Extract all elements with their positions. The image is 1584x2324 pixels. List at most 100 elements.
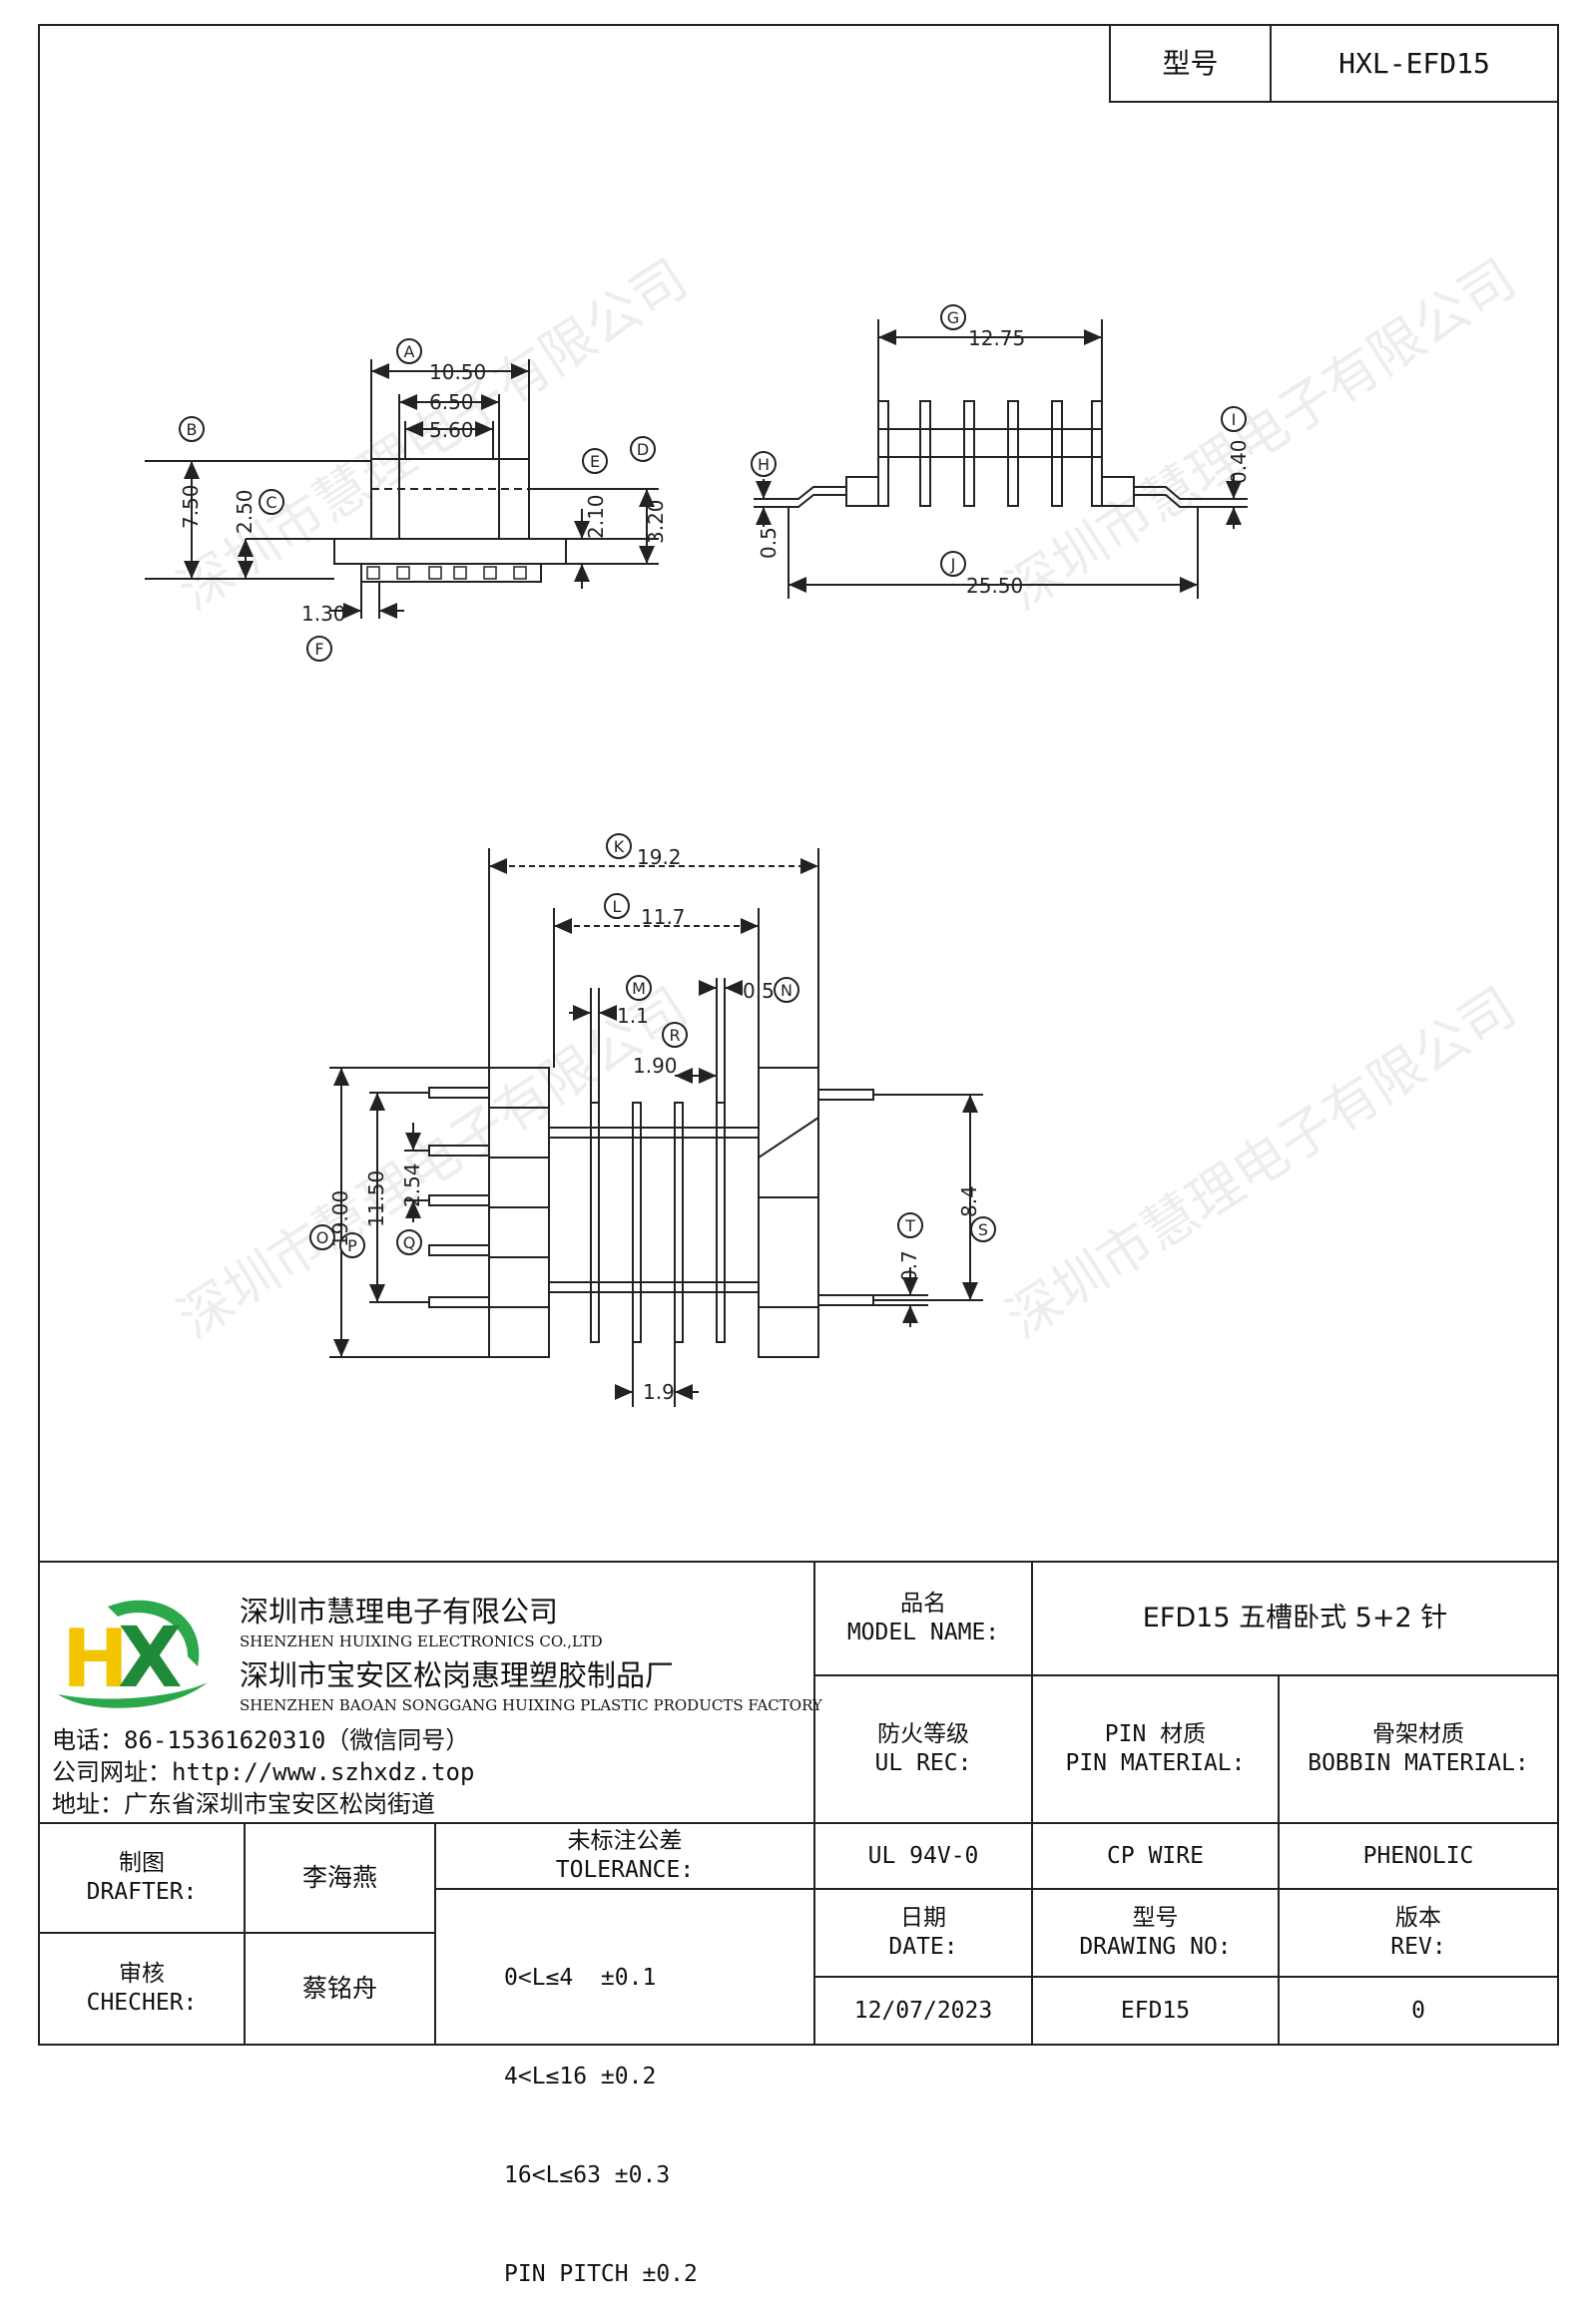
dim-Q: 2.54 bbox=[400, 1162, 424, 1207]
rev-value: 0 bbox=[1411, 1997, 1425, 2024]
frame-right bbox=[1557, 24, 1559, 2046]
checker-label-cn: 审核 bbox=[119, 1961, 165, 1988]
dim-B: 7.50 bbox=[179, 484, 203, 529]
dim-a2: 6.50 bbox=[429, 390, 474, 414]
dim-S: 8.4 bbox=[957, 1185, 981, 1217]
callout-g: G bbox=[940, 304, 966, 330]
company-phone: 电话：86-15361620310（微信同号） bbox=[52, 1726, 470, 1754]
company-name-cn: 深圳市慧理电子有限公司 bbox=[240, 1595, 559, 1628]
grid-line bbox=[434, 1888, 813, 1890]
dim-G: 12.75 bbox=[968, 326, 1025, 350]
header-divider bbox=[1270, 26, 1272, 102]
bobbin-material-value: PHENOLIC bbox=[1362, 1842, 1474, 1869]
frame-top bbox=[38, 24, 1559, 26]
drawing-no-label-en: DRAWING NO: bbox=[1079, 1934, 1232, 1960]
callout-a: A bbox=[396, 338, 422, 364]
frame-left bbox=[38, 24, 40, 2046]
date-label: 日期 DATE: bbox=[815, 1890, 1031, 1976]
dim-bottom: 1.9 bbox=[643, 1380, 675, 1404]
grid-line bbox=[244, 1822, 246, 2046]
svg-text:T: T bbox=[904, 1216, 915, 1235]
svg-text:H: H bbox=[758, 455, 770, 474]
svg-text:J: J bbox=[950, 555, 956, 574]
dim-a3: 5.60 bbox=[429, 418, 474, 442]
drawing-no-value: EFD15 bbox=[1120, 1997, 1191, 2024]
model-name-value: EFD15 五槽卧式 5+2 针 bbox=[1142, 1603, 1448, 1634]
dim-L: 11.7 bbox=[641, 905, 686, 929]
svg-text:L: L bbox=[613, 897, 622, 916]
company-name-en: SHENZHEN HUIXING ELECTRONICS CO.,LTD bbox=[240, 1632, 603, 1650]
callout-h: H bbox=[751, 451, 777, 477]
svg-text:F: F bbox=[314, 640, 323, 659]
date-value: 12/07/2023 bbox=[853, 1997, 993, 2024]
date-label-cn: 日期 bbox=[900, 1905, 946, 1932]
dim-K: 19.2 bbox=[637, 845, 682, 869]
side-view-right bbox=[754, 319, 1248, 599]
grid-line bbox=[813, 1888, 1559, 1890]
side-view-left bbox=[145, 359, 659, 619]
ul-rec-label: 防火等级 UL REC: bbox=[815, 1676, 1031, 1822]
callout-m: M bbox=[626, 975, 652, 1001]
grid-line bbox=[434, 1822, 436, 2046]
bobbin-material-label-en: BOBBIN MATERIAL: bbox=[1308, 1750, 1529, 1776]
company-website[interactable]: 公司网址：http://www.szhxdz.top bbox=[52, 1758, 475, 1786]
callout-s: S bbox=[970, 1216, 996, 1242]
date-label-en: DATE: bbox=[888, 1934, 958, 1960]
rev-label-cn: 版本 bbox=[1395, 1905, 1441, 1932]
tolerance-row: 4<L≤16 ±0.2 bbox=[504, 2064, 657, 2090]
svg-text:N: N bbox=[781, 981, 792, 1000]
header-model-label: 型号 bbox=[1162, 47, 1219, 80]
callout-k: K bbox=[606, 833, 632, 859]
model-name-label: 品名 MODEL NAME: bbox=[815, 1563, 1031, 1674]
svg-text:D: D bbox=[637, 440, 649, 459]
svg-text:A: A bbox=[404, 342, 415, 361]
svg-text:S: S bbox=[978, 1220, 988, 1239]
dim-A: 10.50 bbox=[429, 360, 486, 384]
header-divider bbox=[1109, 26, 1111, 102]
drafter-label-cn: 制图 bbox=[119, 1850, 165, 1877]
grid-line bbox=[813, 1976, 1559, 1978]
callout-r: R bbox=[662, 1022, 688, 1048]
title-block-top bbox=[38, 1561, 1559, 1563]
grid-line bbox=[1031, 1561, 1033, 2046]
svg-text:G: G bbox=[947, 308, 959, 327]
bobbin-material-label-cn: 骨架材质 bbox=[1372, 1721, 1464, 1748]
tolerance-list: 0<L≤4 ±0.1 4<L≤16 ±0.2 16<L≤63 ±0.3 PIN … bbox=[504, 1896, 803, 2324]
dim-C: 2.50 bbox=[233, 489, 257, 534]
company-address: 地址：广东省深圳市宝安区松岗街道 bbox=[52, 1790, 435, 1818]
checker-label: 审核 CHECHER: bbox=[40, 1934, 244, 2044]
dim-O: 19.00 bbox=[328, 1190, 352, 1247]
rev-label: 版本 REV: bbox=[1280, 1890, 1557, 1976]
checker-label-en: CHECHER: bbox=[86, 1990, 198, 2016]
bobbin-material-label: 骨架材质 BOBBIN MATERIAL: bbox=[1280, 1676, 1557, 1822]
grid-line bbox=[1278, 1674, 1280, 2046]
callout-i: I bbox=[1221, 406, 1247, 432]
rev-label-en: REV: bbox=[1390, 1934, 1446, 1960]
tolerance-label-cn: 未标注公差 bbox=[567, 1828, 683, 1855]
dim-T: 0.7 bbox=[897, 1250, 921, 1282]
ul-rec-value: UL 94V-0 bbox=[867, 1842, 979, 1869]
pin-material-value: CP WIRE bbox=[1107, 1842, 1204, 1869]
top-view bbox=[329, 848, 983, 1407]
tolerance-row: PIN PITCH ±0.2 bbox=[504, 2261, 698, 2287]
grid-line bbox=[38, 1932, 434, 1934]
pin-material-label-cn: PIN 材质 bbox=[1104, 1721, 1207, 1748]
callout-e: E bbox=[582, 448, 608, 474]
dim-F: 1.30 bbox=[301, 602, 346, 626]
svg-text:O: O bbox=[316, 1228, 329, 1247]
tolerance-row: 16<L≤63 ±0.3 bbox=[504, 2162, 671, 2188]
svg-text:B: B bbox=[187, 420, 198, 439]
company-logo: H X bbox=[48, 1587, 218, 1716]
pin-material-label-en: PIN MATERIAL: bbox=[1065, 1750, 1246, 1776]
svg-text:C: C bbox=[265, 493, 276, 512]
model-name-label-cn: 品名 bbox=[900, 1591, 946, 1618]
drafter-label-en: DRAFTER: bbox=[86, 1879, 198, 1905]
callout-d: D bbox=[630, 436, 656, 462]
ul-rec-label-cn: 防火等级 bbox=[877, 1721, 969, 1748]
svg-text:P: P bbox=[347, 1236, 357, 1255]
drawing-no-label-cn: 型号 bbox=[1132, 1905, 1179, 1932]
drawing-no-label: 型号 DRAWING NO: bbox=[1033, 1890, 1278, 1976]
callout-b: B bbox=[179, 416, 205, 442]
callout-l: L bbox=[604, 893, 630, 919]
frame-bottom bbox=[38, 2044, 1559, 2046]
